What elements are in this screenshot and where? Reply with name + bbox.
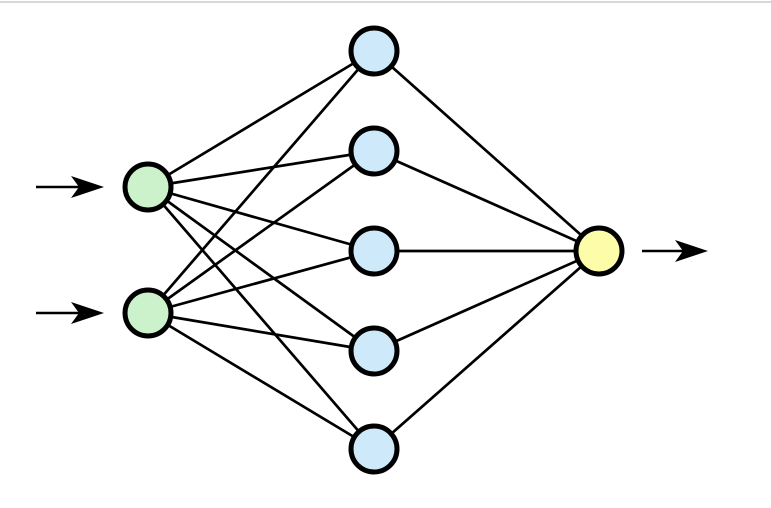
- edge-hidden-to-output: [373, 149, 600, 253]
- hidden-node: [348, 423, 400, 475]
- edge-hidden-to-output: [373, 49, 600, 253]
- input-arrow-2-head-icon: [71, 302, 104, 324]
- hidden-node: [348, 225, 400, 277]
- edge-input-to-hidden: [147, 49, 375, 189]
- output-arrow-head-icon: [675, 240, 708, 262]
- edge-input-to-hidden: [147, 311, 375, 353]
- edge-hidden-to-output: [373, 249, 600, 353]
- edge-input-to-hidden: [147, 185, 375, 353]
- hidden-node: [348, 125, 400, 177]
- edge-input-to-hidden: [147, 185, 375, 253]
- output-node: [573, 225, 625, 277]
- input-node: [122, 161, 174, 213]
- edge-input-to-hidden: [147, 249, 375, 315]
- edge-input-to-hidden: [146, 186, 376, 450]
- hidden-node: [348, 325, 400, 377]
- edge-input-to-hidden: [147, 149, 375, 315]
- edge-input-to-hidden: [147, 149, 375, 189]
- input-arrow-1-head-icon: [71, 176, 104, 198]
- edge-input-to-hidden: [146, 50, 376, 314]
- window-top-border: [0, 1, 771, 3]
- edge-hidden-to-output: [373, 249, 600, 451]
- edge-input-to-hidden: [147, 311, 375, 451]
- hidden-node: [348, 25, 400, 77]
- input-node: [122, 287, 174, 339]
